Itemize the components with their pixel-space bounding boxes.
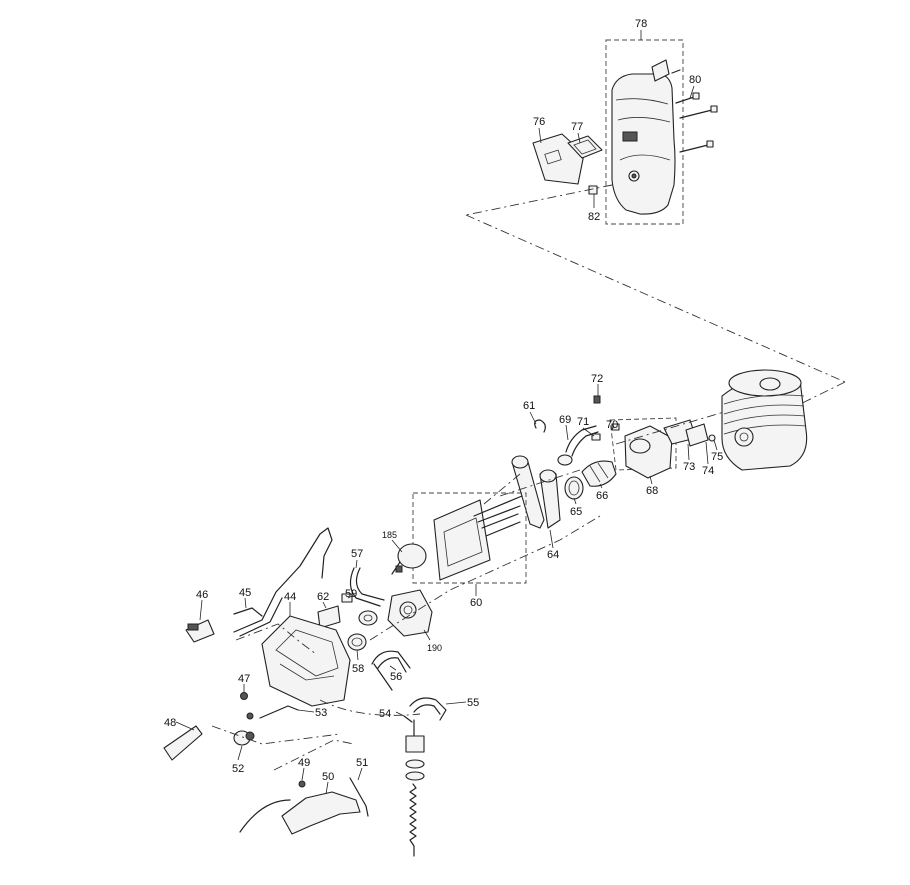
muffler-cover-plate: [651, 59, 670, 82]
callout-77: 77: [571, 121, 583, 133]
carb-gasket: [358, 610, 378, 626]
callout-185: 185: [382, 530, 397, 540]
callout-55: 55: [467, 697, 479, 709]
throttle-rod: [233, 527, 333, 637]
intake-boot: [581, 460, 617, 487]
callout-78: 78: [635, 18, 647, 30]
choke-valve: [391, 543, 427, 575]
callout-69: 69: [559, 414, 571, 426]
muffler-bolts: [671, 69, 718, 153]
callout-72: 72: [591, 373, 603, 385]
callout-45: 45: [239, 587, 251, 599]
front-handle-48: [163, 725, 203, 761]
boot-clamp: [564, 476, 584, 500]
cylinder: [721, 369, 808, 471]
screw-47: [240, 692, 254, 720]
intake-manifold: [624, 425, 673, 479]
fuel-pickup-spring: [409, 783, 417, 857]
rear-handle: [239, 777, 369, 835]
fuel-filter: [405, 719, 425, 753]
spacer-block: [341, 593, 353, 603]
callout-80: 80: [689, 74, 701, 86]
nipple-fittings: [591, 395, 620, 441]
throttle-cable-53: [259, 705, 299, 719]
callout-59: 59: [345, 588, 357, 600]
callout-49: 49: [298, 757, 310, 769]
air-filter: [317, 605, 341, 629]
callout-71: 71: [577, 416, 589, 428]
callout-74: 74: [702, 465, 714, 477]
intake-runner: [511, 455, 561, 529]
callout-57: 57: [351, 548, 363, 560]
carburetor: [387, 589, 433, 637]
callout-68: 68: [646, 485, 658, 497]
fuel-hose-57: [349, 567, 385, 607]
callout-51: 51: [356, 757, 368, 769]
fuel-line-55: [409, 697, 447, 721]
tank-housing: [261, 615, 351, 707]
callout-56: 56: [390, 671, 402, 683]
callout-73: 73: [683, 461, 695, 473]
spacer-plates: [663, 419, 716, 447]
callout-46: 46: [196, 589, 208, 601]
muffler-group-box: [605, 39, 684, 225]
callout-53: 53: [315, 707, 327, 719]
seal-ring: [347, 633, 367, 651]
carburetor-adapter: [433, 495, 523, 581]
callout-65: 65: [570, 506, 582, 518]
throttle-trigger: [185, 619, 215, 643]
callout-50: 50: [322, 771, 334, 783]
callout-54: 54: [379, 708, 391, 720]
callout-58: 58: [352, 663, 364, 675]
callout-66: 66: [596, 490, 608, 502]
clip: [534, 419, 546, 433]
callout-76: 76: [533, 116, 545, 128]
rubber-mount-49: [298, 780, 306, 788]
fuel-hose-56: [371, 650, 411, 691]
intake-group-box: [609, 417, 677, 471]
callout-70: 70: [606, 419, 618, 431]
vent-hose-54: [403, 715, 413, 723]
primer-bulb: [233, 730, 255, 746]
muffler-housing: [611, 73, 676, 215]
muffler-nut: [588, 185, 598, 195]
callout-60: 60: [470, 597, 482, 609]
callout-47: 47: [238, 673, 250, 685]
callout-82: 82: [588, 211, 600, 223]
callout-62: 62: [317, 591, 329, 603]
callout-75: 75: [711, 451, 723, 463]
callout-190: 190: [427, 643, 442, 653]
callout-61: 61: [523, 400, 535, 412]
impulse-hose: [557, 425, 599, 466]
leader-lines: [175, 30, 718, 795]
callout-44: 44: [284, 591, 296, 603]
trigger-lever: [233, 607, 263, 617]
muffler-seal: [567, 135, 603, 159]
callout-64: 64: [547, 549, 559, 561]
callout-48: 48: [164, 717, 176, 729]
callout-52: 52: [232, 763, 244, 775]
o-rings: [405, 759, 425, 781]
